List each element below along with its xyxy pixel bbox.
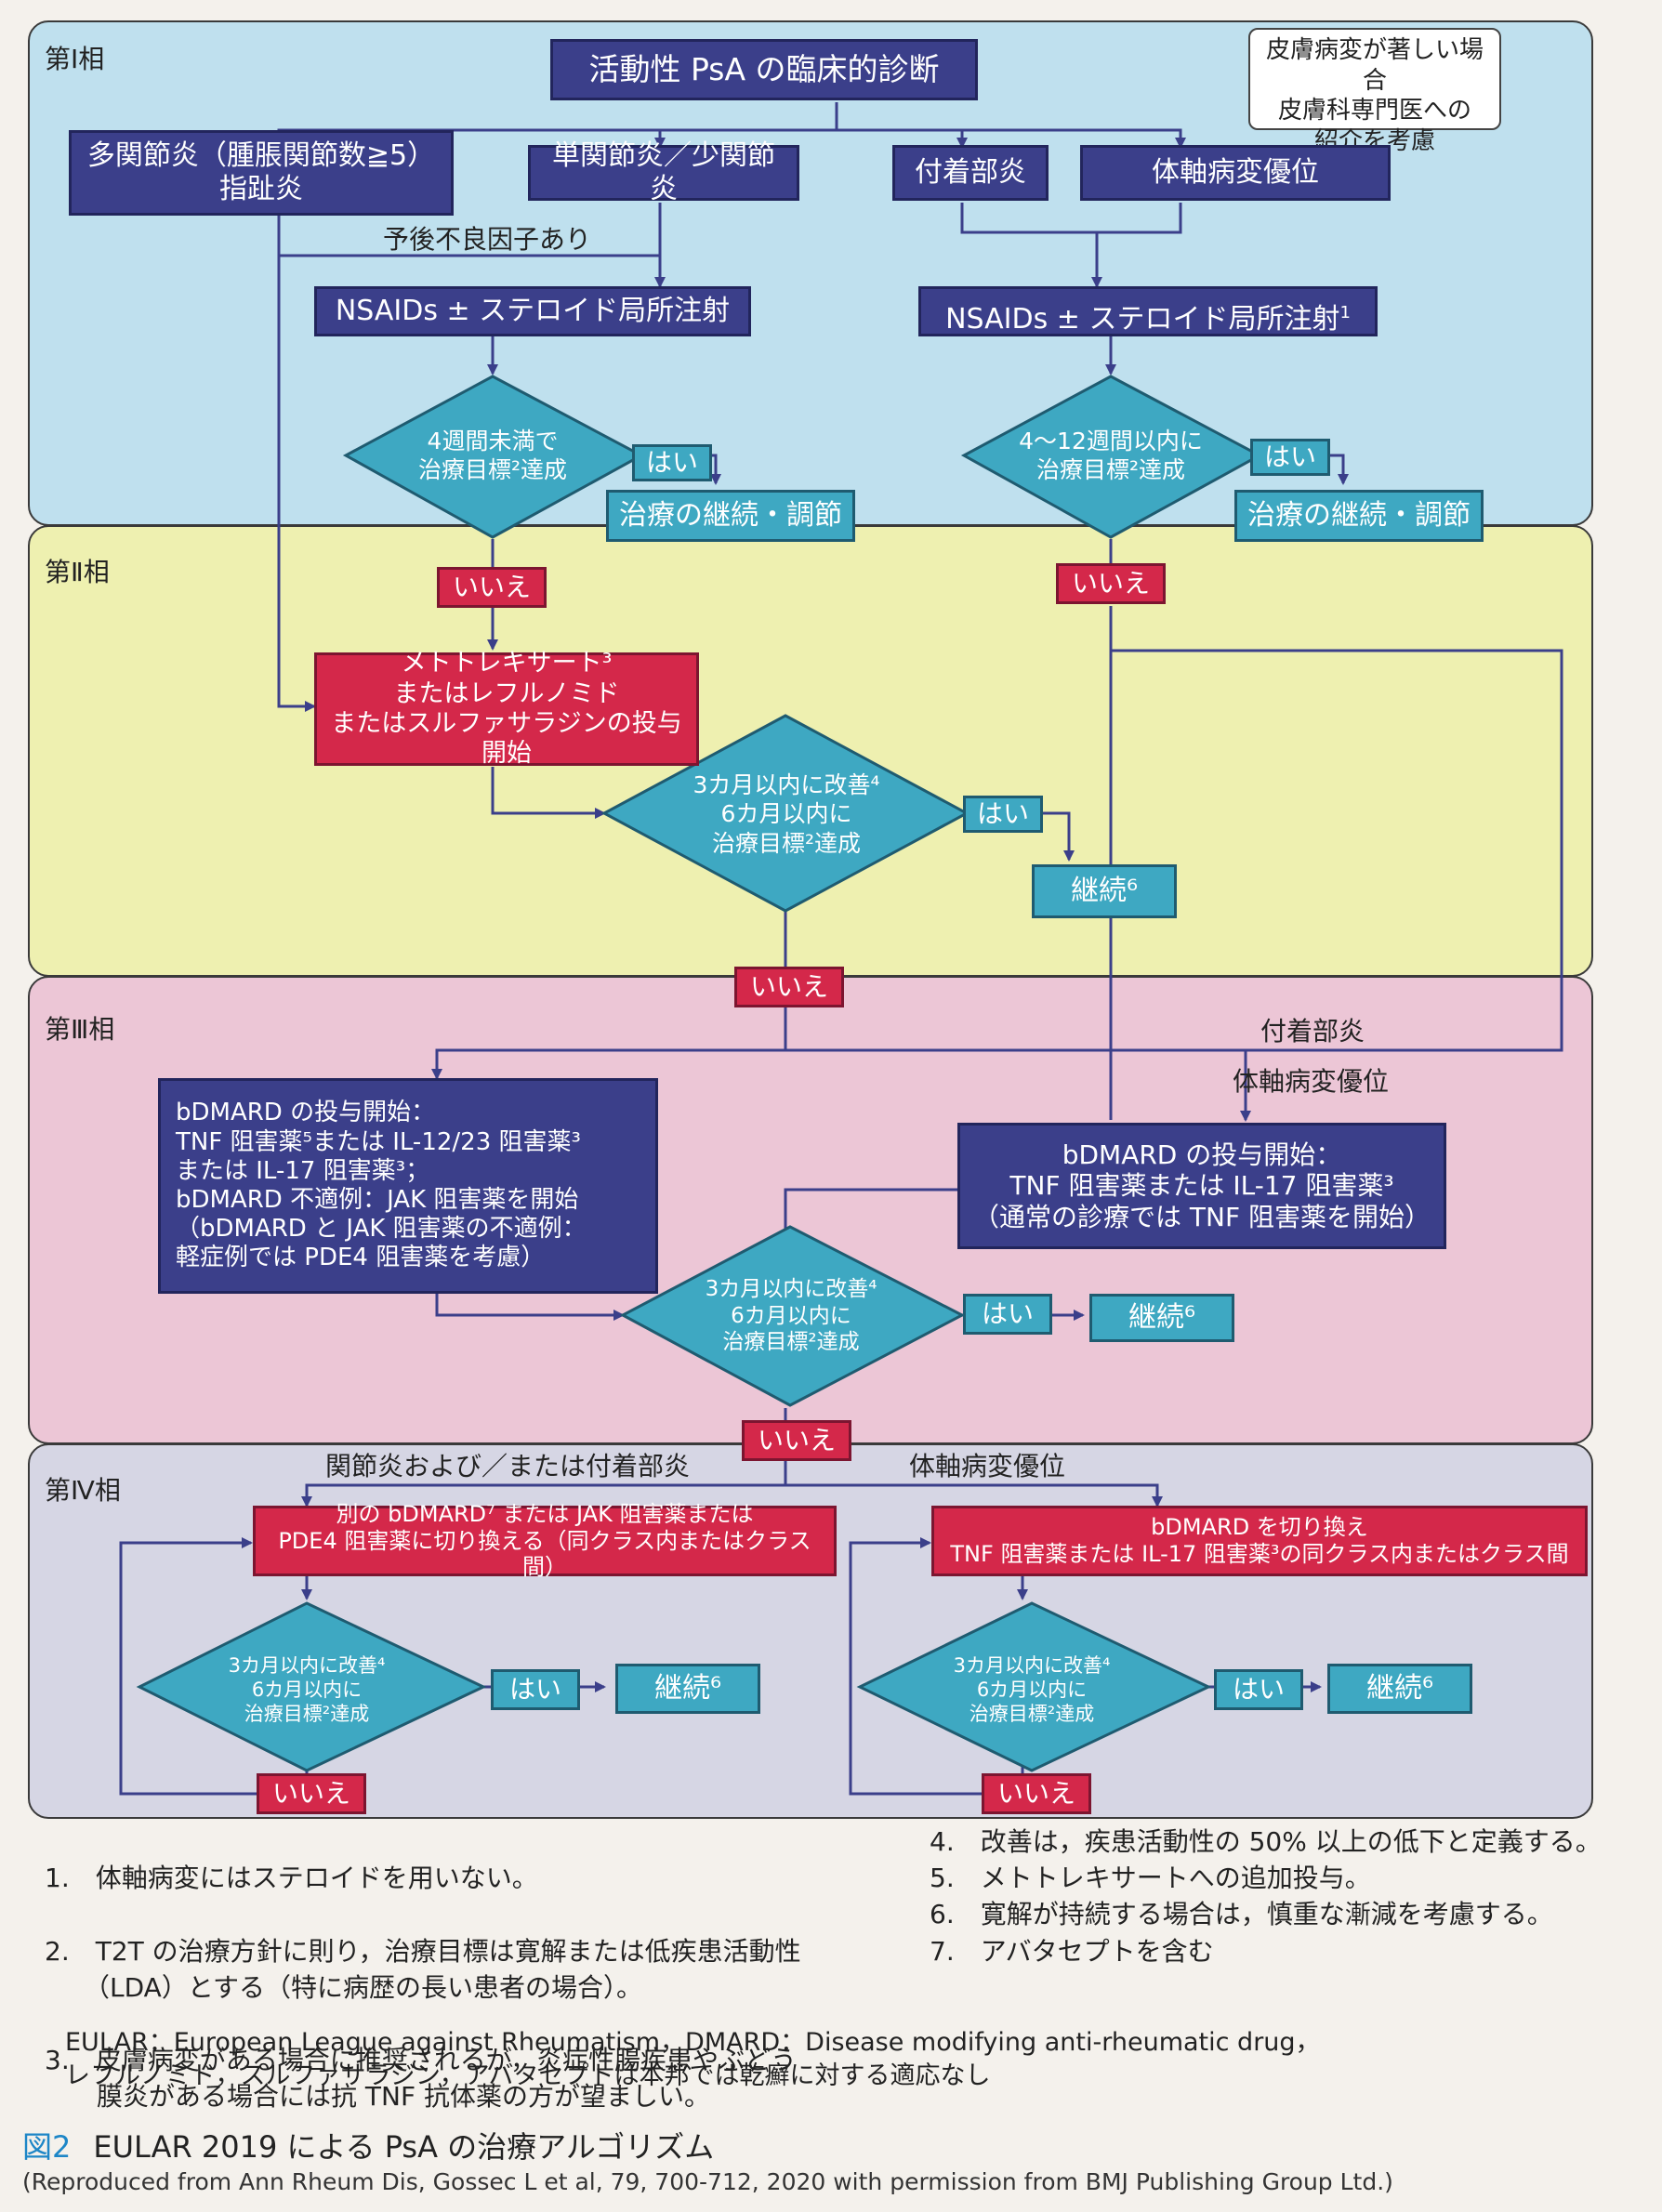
continue-p2: 継続⁶: [1032, 864, 1177, 918]
footnote-4: 4. 改善は，疾患活動性の 50% 以上の低下と定義する。: [930, 1826, 1602, 1857]
footnote-2: 2. T2T の治療方針に則り，治療目標は寛解または低疾患活動性 （LDA）とす…: [45, 1935, 801, 2003]
continue-p4-right: 継続⁶: [1327, 1664, 1472, 1714]
decision-diamond-left-p4: [136, 1601, 487, 1772]
axial-route-label-p4: 体軸病変優位: [909, 1451, 1066, 1481]
no-label-p2: いいえ: [734, 967, 844, 1007]
enthesitis-node: 付着部炎: [892, 145, 1049, 201]
decision-right-p1-text: 4〜12週間以内に 治療目標²達成: [1019, 427, 1203, 483]
footnote-1: 1. 体軸病変にはステロイドを用いない。: [45, 1863, 538, 1894]
phase-3-label: 第Ⅲ相: [45, 1014, 115, 1045]
continue-p3: 継続⁶: [1089, 1294, 1234, 1342]
nsaid-right-footnote: 1: [1339, 303, 1351, 323]
footnotes-right: 4. 改善は，疾患活動性の 50% 以上の低下と定義する。 5. メトトレキサー…: [930, 1824, 1645, 1969]
continue-adjust-right: 治療の継続・調節: [1234, 490, 1484, 542]
bdmard-start-right-node: bDMARD の投与開始： TNF 阻害薬または IL-17 阻害薬³ （通常の…: [957, 1123, 1446, 1249]
skin-referral-note: 皮膚病変が著しい場合 皮膚科専門医への 紹介を考慮: [1248, 28, 1501, 155]
decision-diamond-left-p1: [342, 375, 645, 539]
figure-credit: (Reproduced from Ann Rheum Dis, Gossec L…: [22, 2168, 1393, 2195]
nsaid-right-node: NSAIDs ± ステロイド局所注射1: [918, 286, 1378, 336]
yes-label-p1-right: はい: [1250, 439, 1330, 476]
yes-label-p4-left: はい: [491, 1669, 580, 1710]
oligoarthritis-node: 単関節炎／少関節炎: [528, 139, 799, 205]
arthritis-enthesitis-route-label: 関節炎および／または付着部炎: [325, 1451, 691, 1481]
no-label-p1-right: いいえ: [1056, 563, 1166, 604]
polyarthritis-node: 多関節炎（腫脹関節数≧5） 指趾炎: [69, 130, 454, 216]
yes-label-p3: はい: [963, 1294, 1052, 1335]
nsaid-left-node: NSAIDs ± ステロイド局所注射: [314, 286, 751, 336]
continue-p4-left: 継続⁶: [615, 1664, 760, 1714]
footnote-5: 5. メトトレキサートへの追加投与。: [930, 1863, 1371, 1894]
decision-left-p4-text: 3カ月以内に改善⁴ 6カ月以内に 治療目標²達成: [228, 1653, 386, 1726]
axial-route-label: 体軸病変優位: [1233, 1066, 1390, 1097]
yes-label-p4-right: はい: [1214, 1669, 1303, 1710]
phase-2-label: 第Ⅱ相: [45, 557, 110, 587]
decision-right-p4-text: 3カ月以内に改善⁴ 6カ月以内に 治療目標²達成: [953, 1653, 1111, 1726]
decision-left-p1-text: 4週間未満で 治療目標²達成: [417, 427, 568, 483]
csdmard-start-node: メトトレキサート³ またはレフルノミド またはスルファサラジンの投与開始: [314, 649, 699, 768]
enthesitis-route-label: 付着部炎: [1260, 1016, 1365, 1047]
footnote-3: 3. 皮膚病変がある場合に推奨されるが，炎症性腸疾患やぶどう 膜炎がある場合には…: [45, 2045, 798, 2113]
poor-prognosis-label: 予後不良因子あり: [383, 224, 592, 255]
decision-diamond-p3: [619, 1225, 966, 1407]
start-node: 活動性 PsA の臨床的診断: [550, 39, 978, 100]
abbreviations-note: EULAR：European League against Rheumatism…: [65, 2028, 1321, 2091]
continue-adjust-left: 治療の継続・調節: [606, 490, 855, 542]
no-label-p4-left: いいえ: [257, 1773, 366, 1814]
bdmard-start-left-node: bDMARD の投与開始： TNF 阻害薬⁵または IL-12/23 阻害薬³ …: [158, 1078, 658, 1294]
axial-node: 体軸病変優位: [1080, 145, 1391, 201]
decision-p3-text: 3カ月以内に改善⁴ 6カ月以内に 治療目標²達成: [705, 1276, 877, 1355]
yes-label-p2: はい: [963, 796, 1043, 833]
yes-label-p1-left: はい: [632, 444, 712, 481]
decision-diamond-right-p4: [856, 1601, 1212, 1772]
no-label-p1-left: いいえ: [437, 567, 547, 608]
no-label-p3: いいえ: [742, 1420, 851, 1461]
nsaid-right-text: NSAIDs ± ステロイド局所注射: [945, 303, 1340, 336]
figure-caption: 図2 EULAR 2019 による PsA の治療アルゴリズム: [22, 2124, 714, 2166]
footnotes-left: 1. 体軸病変にはステロイドを用いない。 2. T2T の治療方針に則り，治療目…: [45, 1824, 881, 2152]
footnote-7: 7. アバタセプトを含む: [930, 1935, 1214, 1967]
footnote-6: 6. 寛解が持続する場合は，慎重な漸減を考慮する。: [930, 1899, 1553, 1930]
figure-number: 図2: [22, 2129, 72, 2165]
decision-p2-text: 3カ月以内に改善⁴ 6カ月以内に 治療目標²達成: [692, 771, 880, 857]
decision-diamond-right-p1: [960, 375, 1263, 539]
switch-right-node: bDMARD を切り換え TNF 阻害薬または IL-17 阻害薬³の同クラス内…: [931, 1506, 1588, 1576]
phase-4-label: 第Ⅳ相: [45, 1475, 121, 1506]
figure-title: EULAR 2019 による PsA の治療アルゴリズム: [93, 2129, 715, 2165]
phase-1-label: 第Ⅰ相: [45, 44, 105, 74]
no-label-p4-right: いいえ: [982, 1773, 1091, 1814]
switch-left-node: 別の bDMARD⁷ または JAK 阻害薬または PDE4 阻害薬に切り換える…: [253, 1501, 837, 1580]
